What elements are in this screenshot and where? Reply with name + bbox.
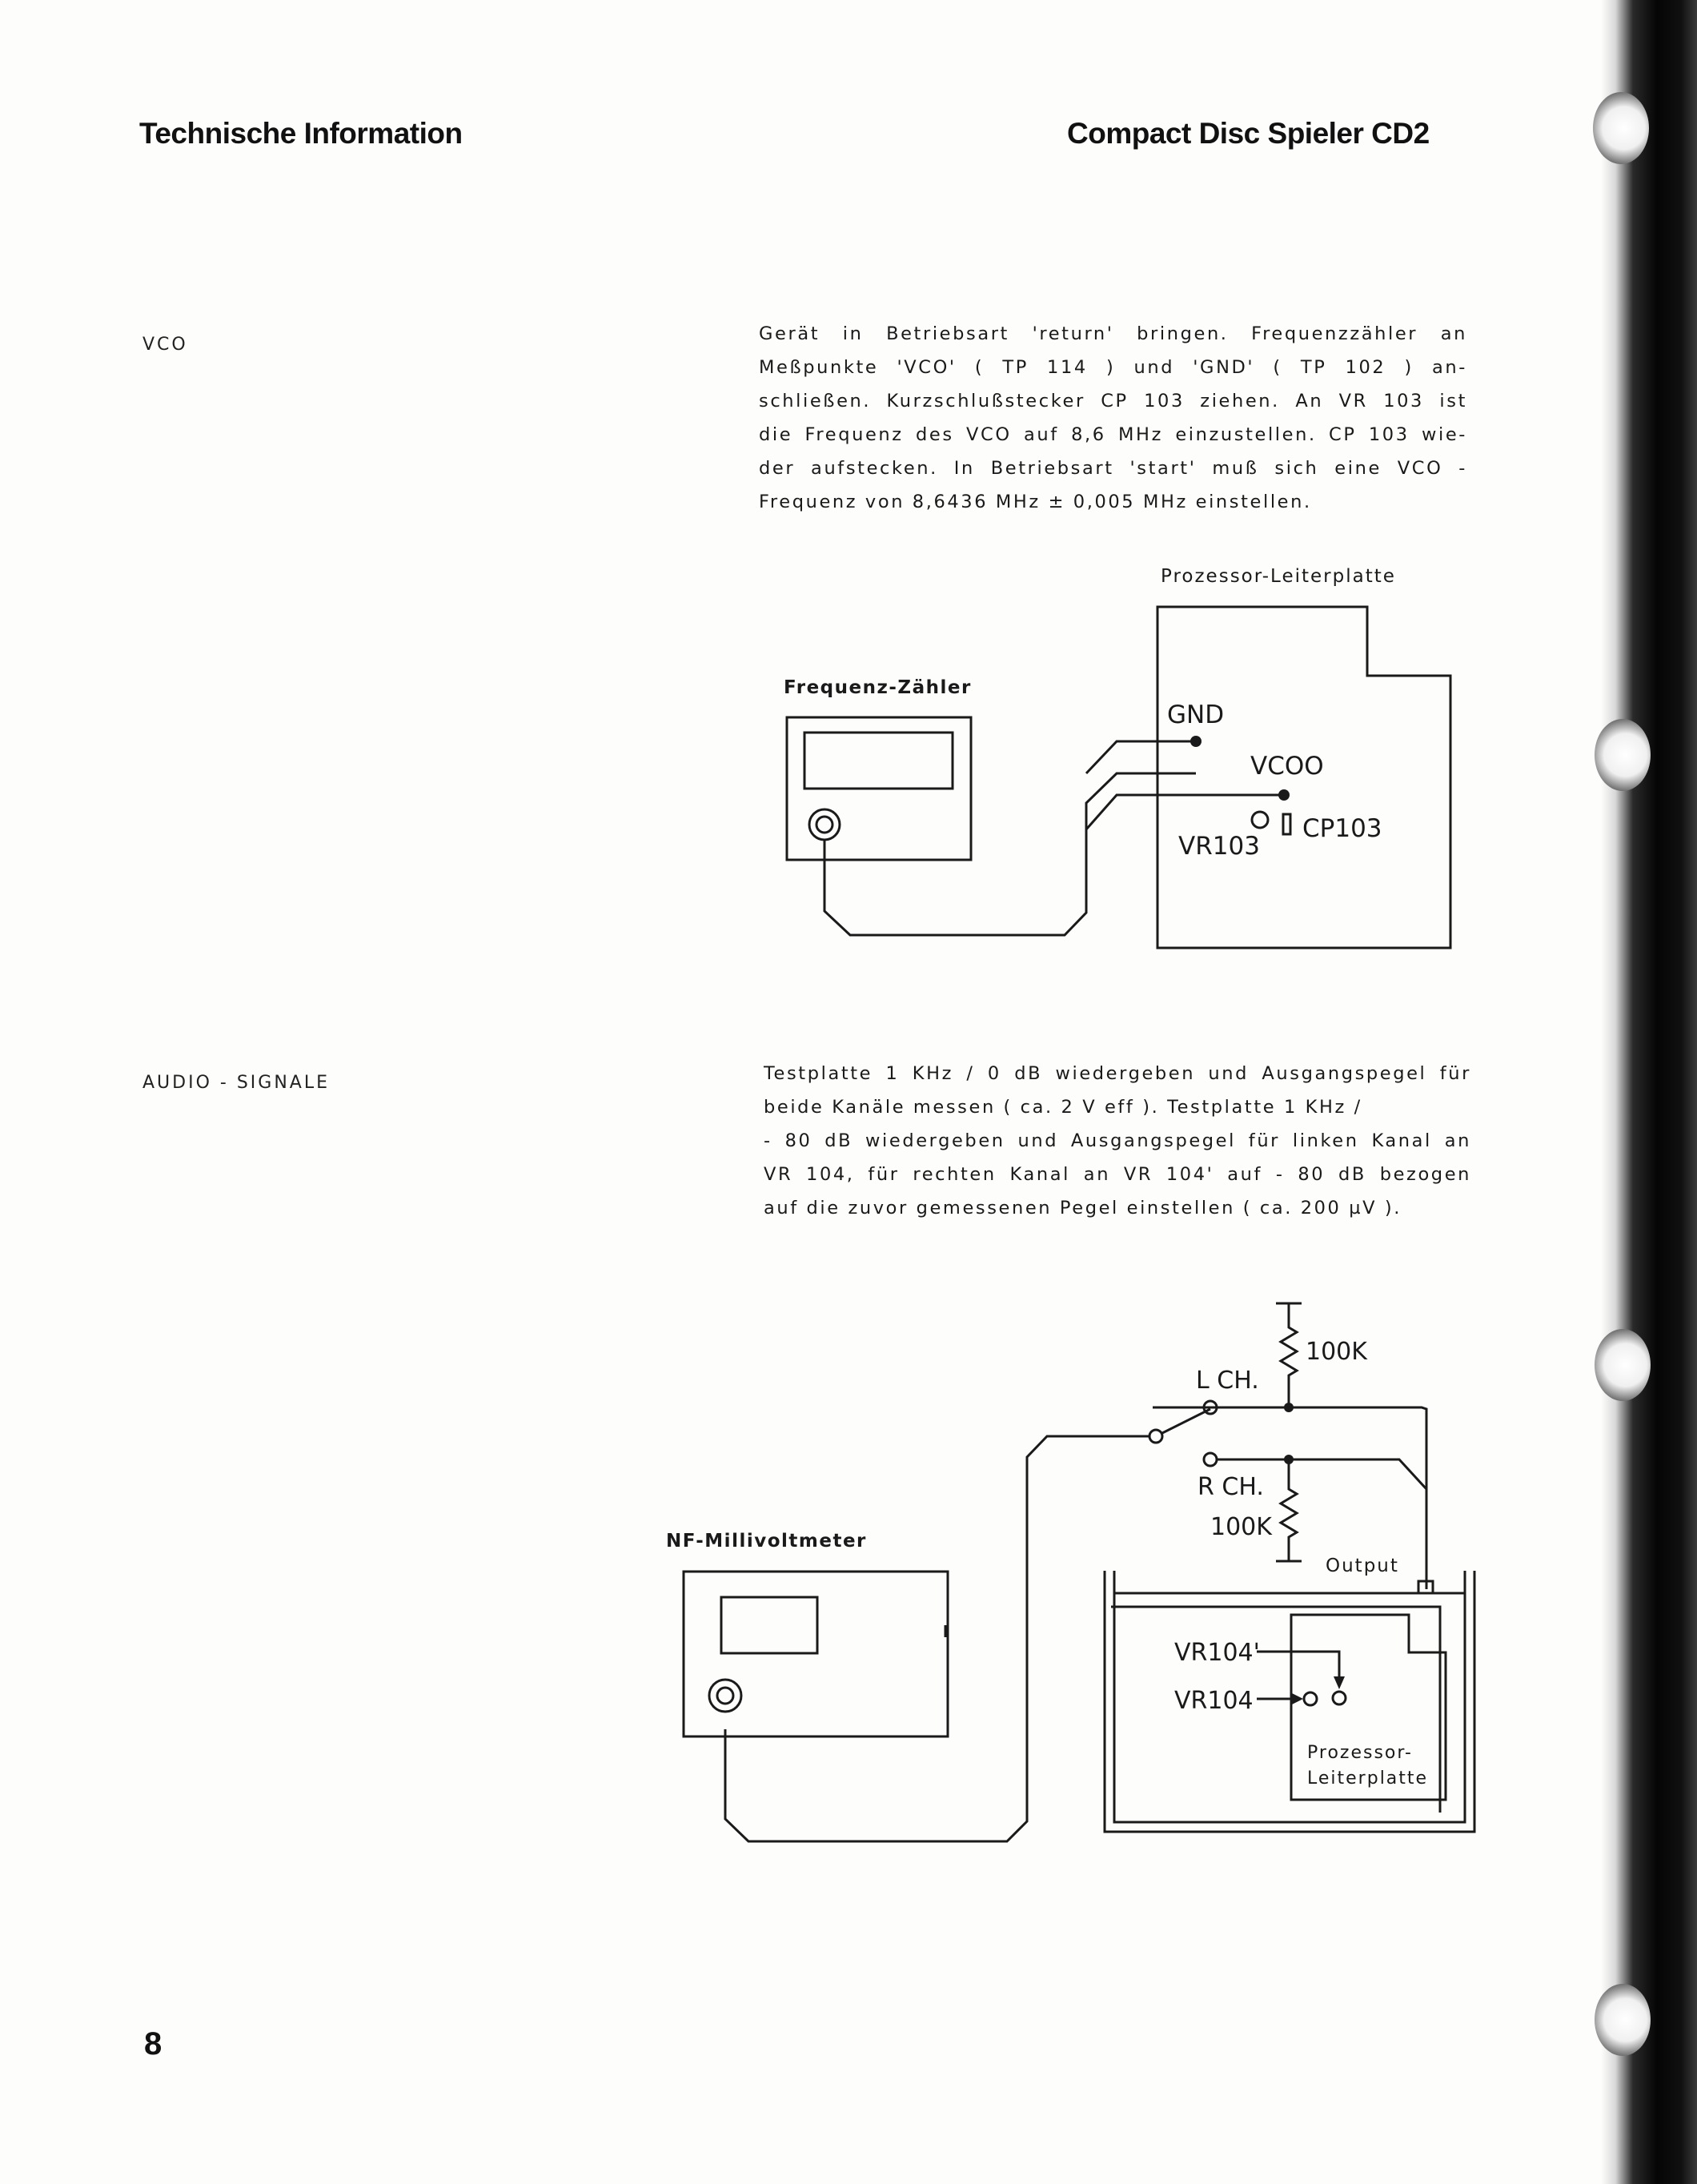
audio-paragraph: Testplatte 1 KHz / 0 dB wiedergeben und …: [764, 1057, 1471, 1225]
meter-jack-outer: [708, 1678, 743, 1713]
header-left: Technische Information: [139, 117, 463, 150]
vcoo-testpoint: [1278, 789, 1290, 801]
vr104-arrow: [1290, 1692, 1303, 1705]
punch-hole: [1595, 719, 1651, 791]
resistor-100k-top: [1278, 1303, 1299, 1407]
page-number: 8: [144, 2026, 162, 2062]
vr104-trimmer-icon: [1302, 1691, 1318, 1707]
punch-hole: [1593, 92, 1649, 164]
junction-top: [1284, 1403, 1294, 1412]
board-title: Prozessor-Leiterplatte: [1161, 566, 1396, 587]
vco-line: Meßpunkte 'VCO' ( TP 114 ) und 'GND' ( T…: [759, 357, 1467, 378]
player-chassis-outer: [1103, 1571, 1476, 1833]
section-label-audio: AUDIO - SIGNALE: [142, 1073, 330, 1093]
audio-line: VR 104, für rechten Kanal an VR 104' auf…: [764, 1164, 1471, 1185]
vco-line: schließen. Kurzschlußstecker CP 103 zieh…: [759, 391, 1467, 412]
switch-pivot: [1148, 1428, 1164, 1444]
r-ch-bus: [1217, 1458, 1428, 1491]
audio-line: Testplatte 1 KHz / 0 dB wiedergeben und …: [764, 1063, 1471, 1084]
gnd-testpoint: [1190, 736, 1202, 747]
audio-line: beide Kanäle messen ( ca. 2 V eff ). Tes…: [764, 1097, 1362, 1118]
vr103-trimmer-icon: [1250, 810, 1270, 829]
binding-edge: [1601, 0, 1697, 2184]
lch-label: L CH.: [1196, 1367, 1259, 1395]
counter-jack-outer: [808, 808, 841, 841]
meter-title: NF-Millivoltmeter: [666, 1531, 867, 1552]
r-top-label: 100K: [1306, 1338, 1368, 1366]
frequency-counter-box: [785, 716, 973, 861]
millivoltmeter-box: [682, 1570, 949, 1738]
inner-board-line2: Leiterplatte: [1307, 1768, 1428, 1789]
cp103-plug-icon: [1282, 813, 1292, 836]
circuit-diagrams: Prozessor-Leiterplatte Frequenz-Zähler G…: [666, 566, 1476, 1843]
audio-line: auf die zuvor gemessenen Pegel einstelle…: [764, 1198, 1402, 1218]
millivoltmeter-display: [720, 1596, 819, 1655]
vcoo-label: VCOO: [1250, 752, 1324, 781]
counter-title: Frequenz-Zähler: [784, 677, 972, 698]
output-jack-icon: [1417, 1580, 1434, 1595]
vco-line: Gerät in Betriebsart 'return' bringen. F…: [759, 323, 1467, 344]
rch-contact: [1202, 1451, 1218, 1467]
r-bottom-label: 100K: [1210, 1513, 1273, 1541]
vco-line: Frequenz von 8,6436 MHz ± 0,005 MHz eins…: [759, 492, 1312, 512]
header-right: Compact Disc Spieler CD2: [1067, 117, 1430, 150]
punch-hole: [1595, 1329, 1651, 1401]
vco-line: der aufstecken. In Betriebsart 'start' m…: [759, 458, 1467, 479]
lch-contact: [1202, 1399, 1218, 1415]
cable-vcoo: [1085, 793, 1284, 830]
rch-label: R CH.: [1198, 1473, 1264, 1501]
player-chassis-inner: [1113, 1571, 1466, 1824]
inner-board-outline: [1290, 1613, 1447, 1801]
vr104-label: VR104: [1174, 1687, 1254, 1715]
section-label-vco: VCO: [142, 335, 188, 355]
meter-jack-inner: [716, 1686, 735, 1705]
frequency-counter-display: [803, 731, 954, 790]
vr104p-lead: [1257, 1650, 1341, 1676]
cp103-label: CP103: [1302, 814, 1382, 843]
audio-line: - 80 dB wiedergeben und Ausgangspegel fü…: [764, 1130, 1471, 1151]
gnd-label: GND: [1167, 701, 1224, 729]
inner-board-line1: Prozessor-: [1307, 1743, 1413, 1763]
channel-switch-arm: [1161, 1407, 1211, 1435]
resistor-100k-bottom: [1278, 1459, 1299, 1561]
processor-board-outline: [1156, 605, 1452, 949]
vr104p-trimmer-icon: [1331, 1690, 1347, 1706]
cable-to-counter: [823, 772, 1196, 937]
counter-jack-inner: [815, 815, 834, 834]
vco-line: die Frequenz des VCO auf 8,6 MHz einzust…: [759, 424, 1467, 445]
output-label: Output: [1326, 1556, 1399, 1576]
punch-hole: [1595, 1984, 1651, 2056]
inner-processor-board: [1111, 1605, 1442, 1813]
cable-to-meter: [724, 1435, 1149, 1843]
vr104p-arrow: [1334, 1676, 1345, 1689]
vr103-label: VR103: [1178, 832, 1260, 861]
vco-paragraph: Gerät in Betriebsart 'return' bringen. F…: [759, 317, 1467, 519]
cable-branch-gnd: [1085, 740, 1196, 775]
vr104p-label: VR104': [1174, 1639, 1260, 1667]
junction-bottom: [1284, 1455, 1294, 1464]
